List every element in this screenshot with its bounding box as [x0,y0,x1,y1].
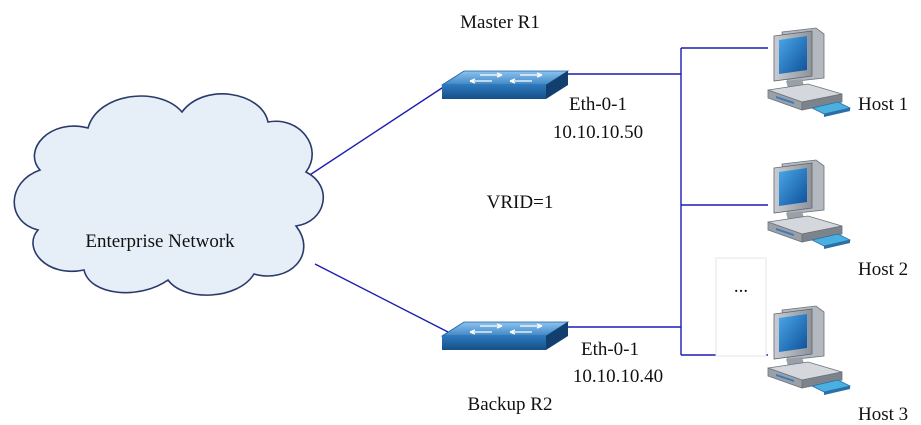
router-master-ip: 10.10.10.50 [553,122,643,143]
host-3: Host 3 [767,305,908,425]
ellipsis: ... [734,276,748,297]
cloud-icon: Enterprise Network [13,93,325,296]
link-cloud-r2 [314,263,449,333]
router-master: Master R1 Eth-0-1 10.10.10.50 [441,12,643,143]
links [289,47,768,356]
host-2-label: Host 2 [858,259,908,280]
router-master-interface: Eth-0-1 [569,94,627,115]
router-backup-name: Backup R2 [468,394,553,415]
host-3-label: Host 3 [858,404,908,425]
host-1: Host 1 [767,27,908,118]
computer-icon [767,27,851,118]
vrid-label: VRID=1 [487,192,554,213]
ellipsis-box [715,257,767,357]
router-backup-ip: 10.10.10.40 [573,366,663,387]
switch-icon [441,321,569,351]
router-backup-interface: Eth-0-1 [581,339,639,360]
switch-icon [441,70,569,100]
computer-icon [767,159,851,250]
host-2: Host 2 [767,159,908,280]
router-master-name: Master R1 [460,12,540,33]
computer-icon [767,305,851,396]
link-cloud-r1 [289,83,449,189]
router-backup: Eth-0-1 10.10.10.40 Backup R2 [441,321,663,415]
host-1-label: Host 1 [858,94,908,115]
cloud-label: Enterprise Network [85,231,235,252]
